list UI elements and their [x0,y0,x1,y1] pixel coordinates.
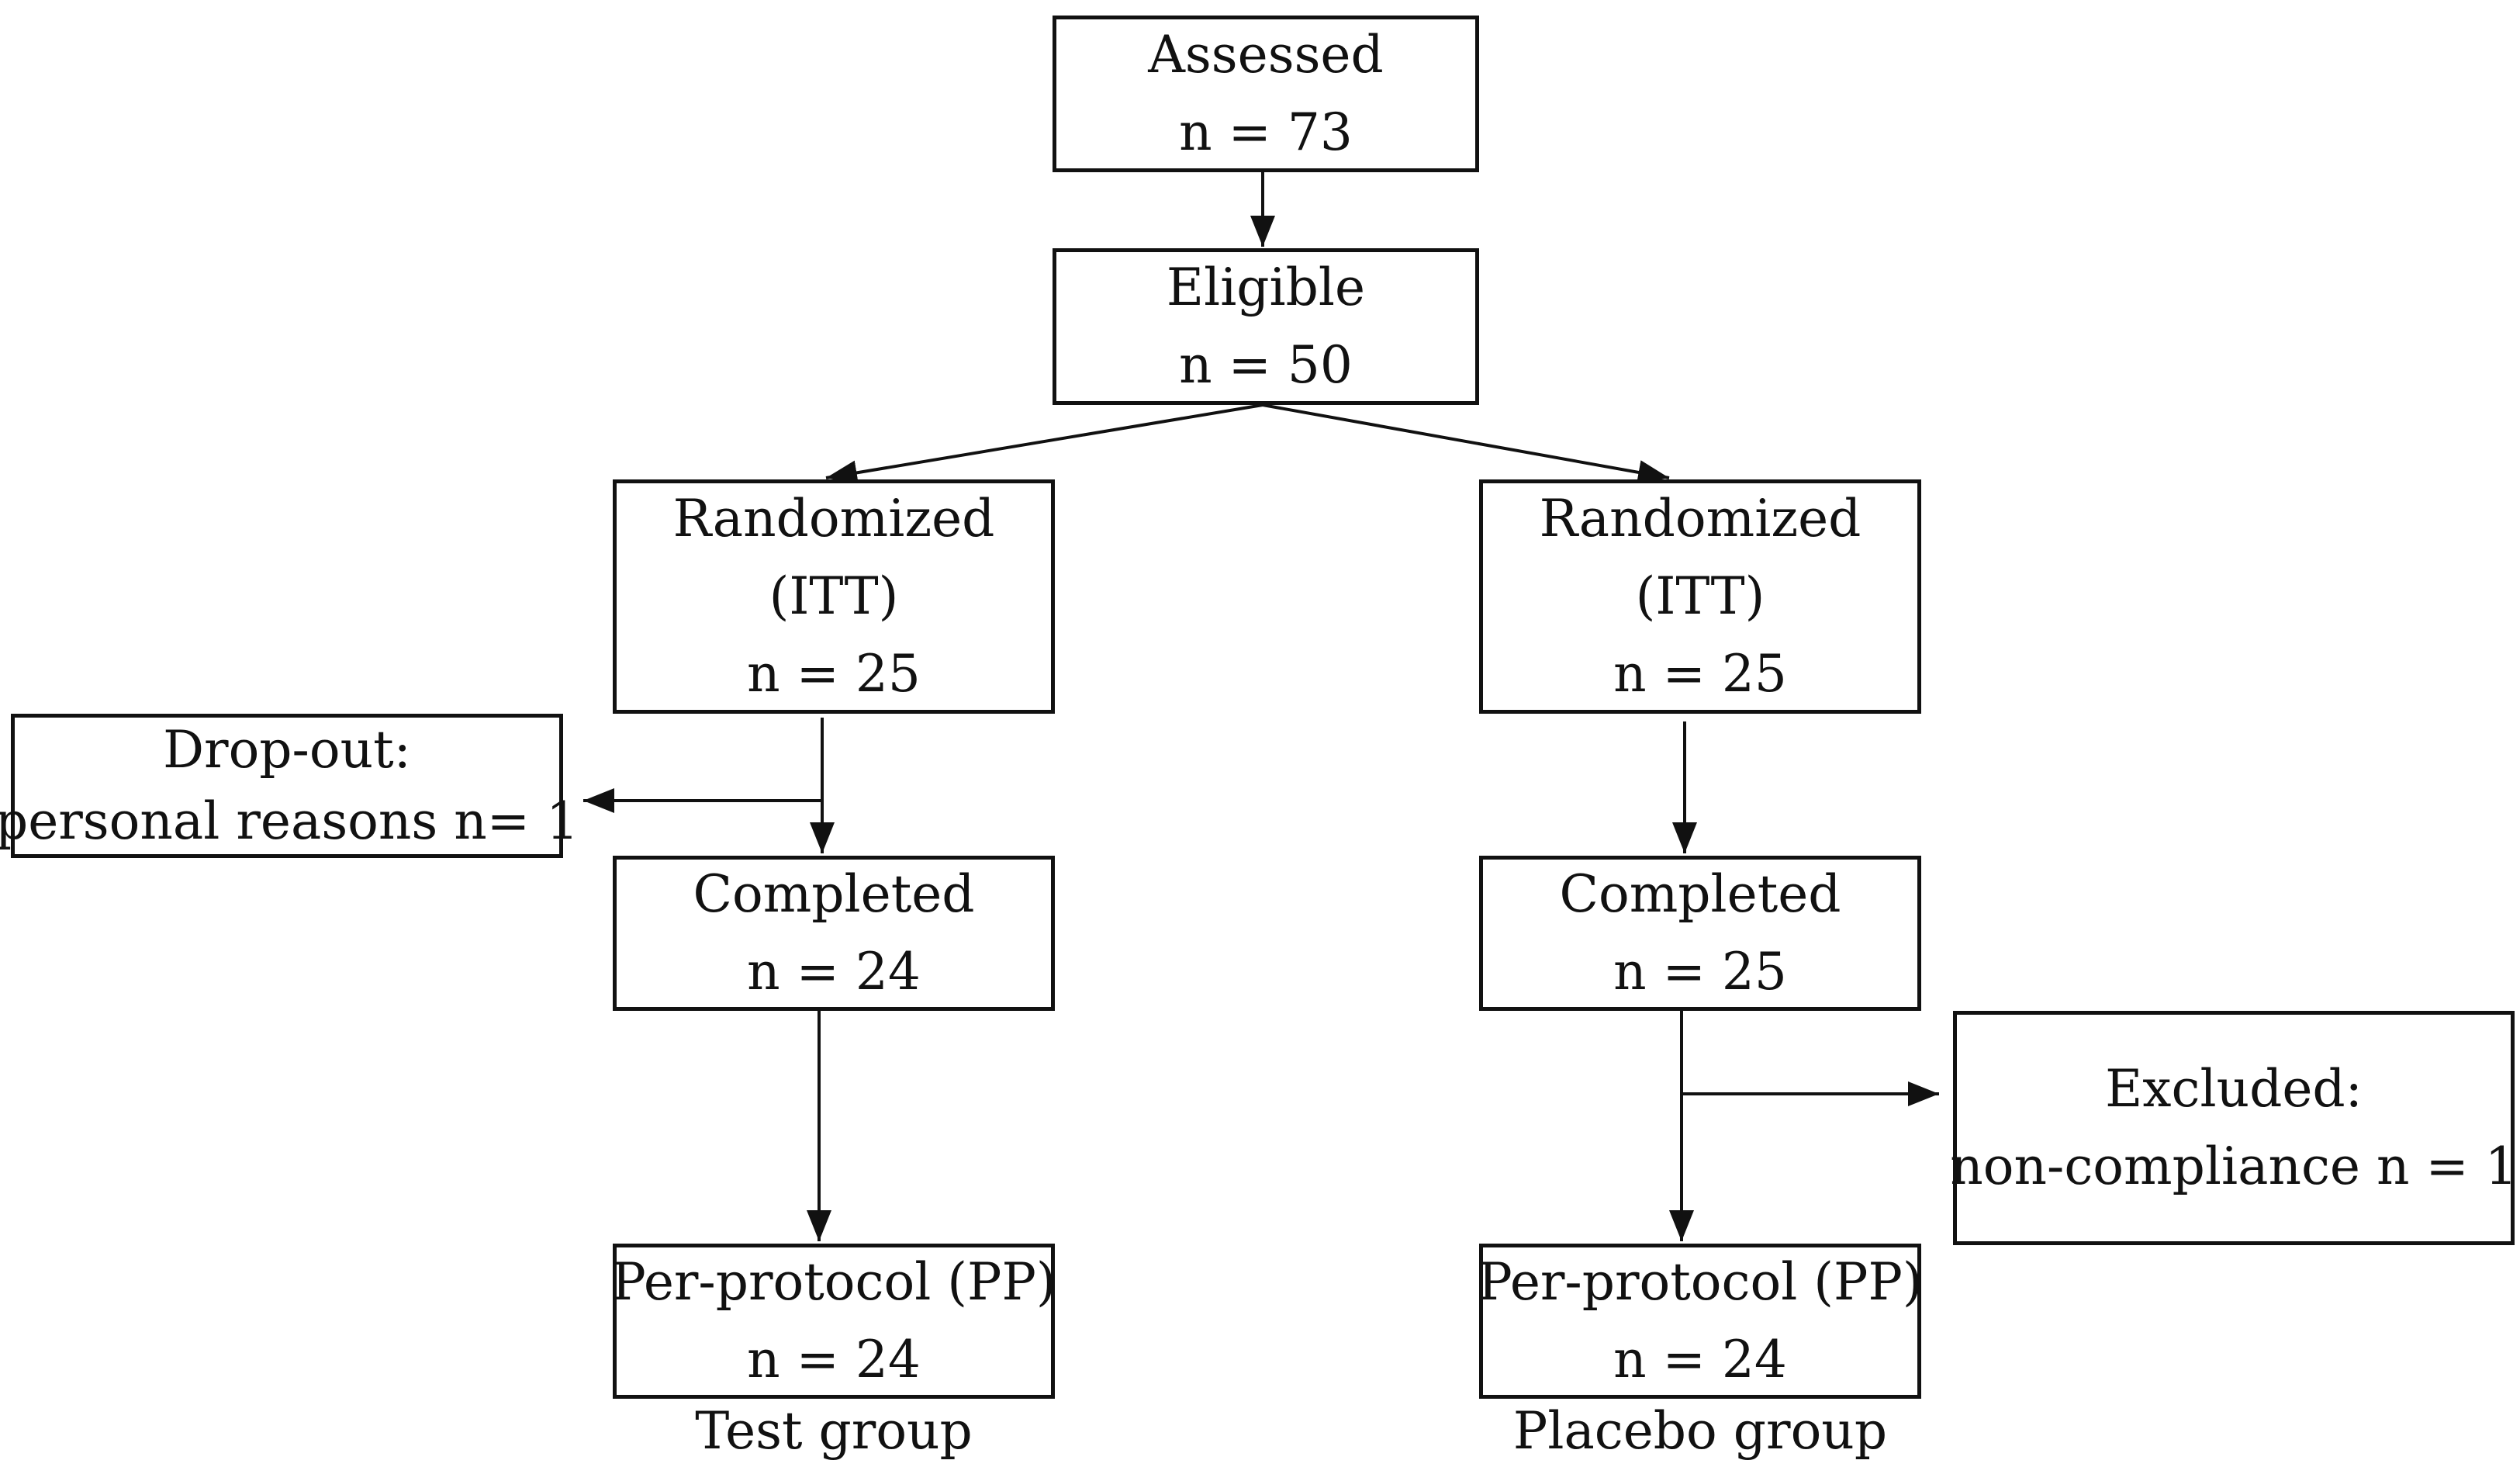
arrow-eligible-to-randomized-placebo [1262,403,1670,485]
test-group-caption: Test group [695,1401,973,1461]
completed-test-label: Completed [693,864,975,924]
randomized-test-itt: (ITT) [769,566,899,626]
pp-test-count: n = 24 [747,1330,921,1389]
excluded-label: Excluded: [2105,1059,2363,1119]
excluded-box: Excluded: non-compliance n = 1 [1950,1011,2518,1245]
pp-placebo-box: Per-protocol (PP) n = 24 [1478,1244,1923,1399]
dropout-box: Drop-out: personal reasons n= 1 [0,714,579,858]
randomized-test-box: Randomized (ITT) n = 25 [613,479,1055,714]
completed-test-box: Completed n = 24 [613,856,1055,1011]
assessed-count: n = 73 [1179,102,1353,162]
pp-test-label: Per-protocol (PP) [611,1252,1056,1312]
assessed-box: Assessed n = 73 [1053,16,1479,172]
completed-placebo-box: Completed n = 25 [1479,856,1921,1011]
excluded-detail: non-compliance n = 1 [1950,1137,2518,1196]
randomized-test-count: n = 25 [747,644,921,704]
dropout-label: Drop-out: [163,720,411,780]
pp-placebo-count: n = 24 [1613,1330,1787,1389]
eligible-box: Eligible n = 50 [1053,248,1479,405]
completed-test-count: n = 24 [747,942,921,1002]
randomized-placebo-itt: (ITT) [1635,566,1765,626]
eligible-label: Eligible [1166,258,1366,317]
randomized-placebo-box: Randomized (ITT) n = 25 [1479,479,1921,714]
completed-placebo-count: n = 25 [1613,942,1787,1002]
eligible-count: n = 50 [1179,335,1353,395]
placebo-group-caption: Placebo group [1512,1401,1888,1461]
assessed-label: Assessed [1148,25,1384,85]
dropout-detail: personal reasons n= 1 [0,791,579,851]
arrow-eligible-to-randomized-test [825,403,1263,486]
pp-placebo-label: Per-protocol (PP) [1478,1252,1923,1312]
randomized-test-label: Randomized [672,489,995,548]
randomized-placebo-count: n = 25 [1613,644,1787,704]
pp-test-box: Per-protocol (PP) n = 24 [611,1244,1056,1399]
completed-placebo-label: Completed [1559,864,1841,924]
randomized-placebo-label: Randomized [1539,489,1861,548]
